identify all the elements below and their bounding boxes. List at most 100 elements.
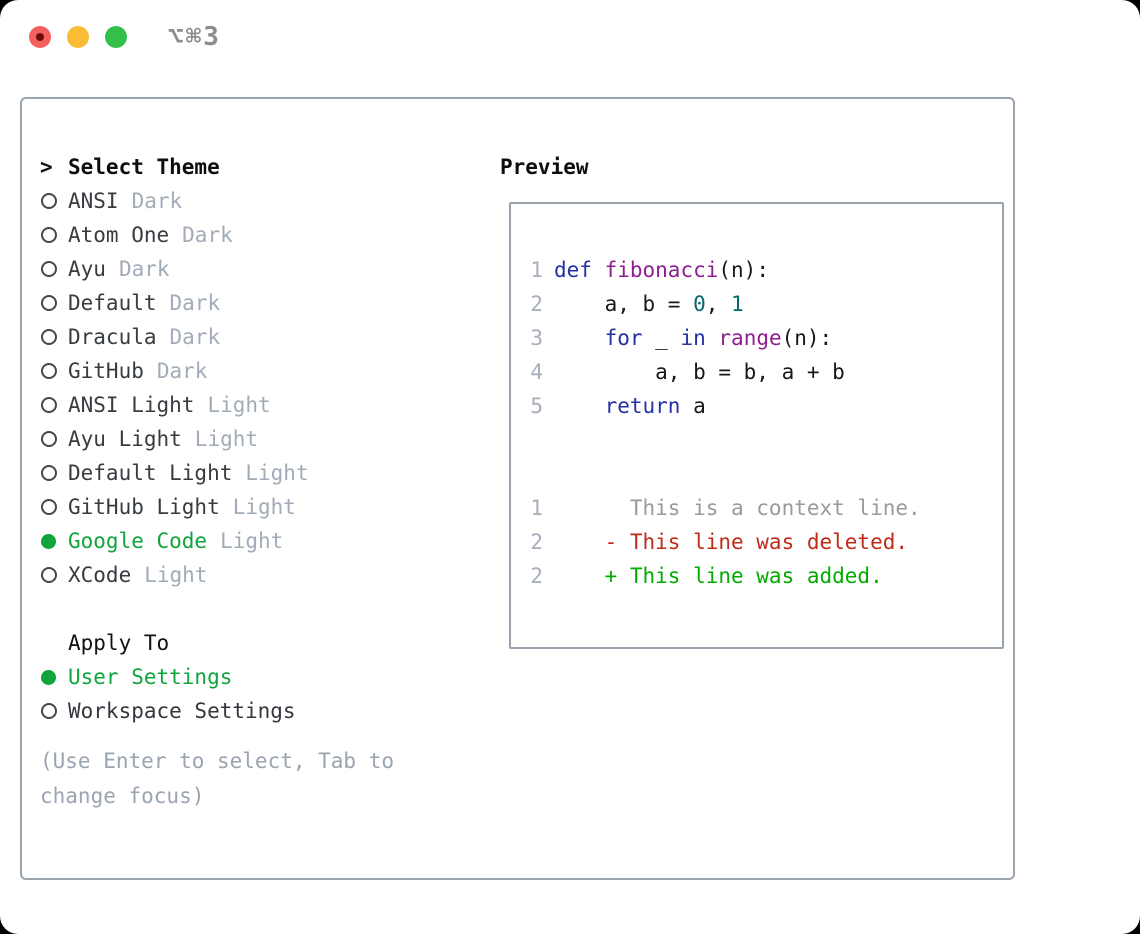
code-token: fibonacci: [604, 258, 719, 282]
theme-name: Ayu: [68, 257, 106, 281]
code-token: _: [642, 326, 681, 350]
radio-cell: [40, 499, 68, 515]
theme-variant-label: Dark: [169, 291, 221, 315]
radio-unselected-icon: [41, 567, 57, 583]
preview-title: Preview: [500, 155, 589, 179]
line-number: 2: [530, 530, 543, 554]
code-token: in: [680, 326, 706, 350]
radio-cell: [40, 533, 68, 549]
theme-option[interactable]: GitHub Light Light: [40, 490, 460, 524]
apply-to-label: Workspace Settings: [68, 699, 296, 723]
code-text: + This line was added.: [554, 564, 883, 588]
theme-option[interactable]: Atom One Dark: [40, 218, 460, 252]
code-line: 2 + This line was added.: [530, 559, 1002, 593]
code-token: range: [718, 326, 782, 350]
preview-pane: 1 def fibonacci(n): 2 a, b = 0, 1 3 for _ i…: [509, 202, 1004, 649]
theme-variant-label: Light: [232, 495, 296, 519]
theme-variant-label: Light: [207, 393, 271, 417]
theme-name: Google Code: [68, 529, 208, 553]
theme-option[interactable]: Ayu Dark: [40, 252, 460, 286]
code-token: (n):: [781, 326, 833, 350]
minimize-button[interactable]: [67, 26, 89, 48]
radio-cell: [40, 193, 68, 209]
usage-hint: (Use Enter to select, Tab to change focu…: [40, 749, 395, 808]
apply-to-option[interactable]: User Settings: [40, 660, 460, 694]
theme-name: Dracula: [68, 325, 157, 349]
radio-unselected-icon: [41, 465, 57, 481]
theme-option[interactable]: ANSI Dark: [40, 184, 460, 218]
theme-list-header: > Select Theme: [40, 150, 460, 184]
code-text: def fibonacci(n):: [554, 258, 769, 282]
radio-unselected-icon: [41, 193, 57, 209]
theme-variant-label: Light: [144, 563, 208, 587]
line-number: 1: [530, 496, 543, 520]
code-text: for _ in range(n):: [554, 326, 833, 350]
line-number: 5: [530, 394, 543, 418]
code-text: a, b = 0, 1: [554, 292, 744, 316]
theme-option[interactable]: GitHub Dark: [40, 354, 460, 388]
code-token: a: [680, 394, 706, 418]
apply-to-option[interactable]: Workspace Settings: [40, 694, 460, 728]
code-token: This is a context line.: [554, 496, 921, 520]
code-token: [554, 326, 605, 350]
theme-variant-label: Dark: [156, 359, 208, 383]
code-preview: 1 def fibonacci(n): 2 a, b = 0, 1 3 for _ i…: [530, 253, 1002, 593]
theme-name: XCode: [68, 563, 132, 587]
code-token: 0: [693, 292, 706, 316]
close-button[interactable]: [29, 26, 51, 48]
theme-option[interactable]: Default Dark: [40, 286, 460, 320]
radio-cell: [40, 329, 68, 345]
code-line: [530, 457, 1002, 491]
code-token: + This line was added.: [554, 564, 883, 588]
code-text: return a: [554, 394, 706, 418]
theme-name: GitHub Light: [68, 495, 220, 519]
code-text: This is a context line.: [554, 496, 921, 520]
code-line: [530, 423, 1002, 457]
radio-unselected-icon: [41, 431, 57, 447]
theme-name: GitHub: [68, 359, 144, 383]
theme-variant-label: Light: [220, 529, 284, 553]
theme-variant-label: Dark: [182, 223, 233, 247]
radio-unselected-icon: [41, 295, 57, 311]
line-number: 2: [530, 564, 543, 588]
code-token: [706, 326, 719, 350]
radio-unselected-icon: [41, 397, 57, 413]
line-number: 3: [530, 326, 543, 350]
code-token: 1: [731, 292, 744, 316]
theme-name: Default: [68, 291, 157, 315]
theme-option[interactable]: Google Code Light: [40, 524, 460, 558]
radio-cell: [40, 295, 68, 311]
theme-variant-label: Dark: [118, 257, 170, 281]
radio-unselected-icon: [41, 363, 57, 379]
code-line: 3 for _ in range(n):: [530, 321, 1002, 355]
radio-cell: [40, 465, 68, 481]
zoom-button[interactable]: [105, 26, 127, 48]
radio-unselected-icon: [41, 261, 57, 277]
theme-name: Atom One: [68, 223, 170, 247]
title-bar: ⌥⌘3: [0, 0, 1140, 74]
theme-option[interactable]: XCode Light: [40, 558, 460, 592]
apply-to-title: Apply To: [68, 631, 170, 655]
code-text: a, b = b, a + b: [554, 360, 845, 384]
radio-unselected-icon: [41, 227, 57, 243]
theme-list-title: Select Theme: [68, 155, 220, 179]
caret-icon: >: [40, 155, 53, 179]
code-token: a, b =: [554, 292, 694, 316]
theme-variant-label: Dark: [131, 189, 183, 213]
radio-unselected-icon: [41, 329, 57, 345]
cursor-prefix: >: [40, 150, 68, 184]
theme-name: ANSI: [68, 189, 119, 213]
radio-cell: [40, 567, 68, 583]
traffic-lights: [29, 26, 127, 48]
radio-unselected-icon: [41, 499, 57, 515]
radio-selected-icon: [41, 669, 56, 685]
radio-unselected-icon: [41, 703, 57, 719]
radio-cell: [40, 669, 68, 685]
